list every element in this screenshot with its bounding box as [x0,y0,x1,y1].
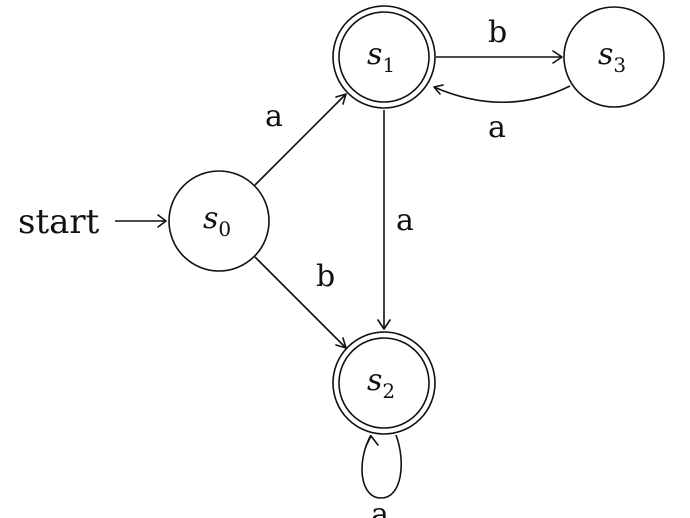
edge-s1-s3-label: b [488,15,507,50]
start-label: start [18,202,100,242]
state-s3: s3 [563,6,665,108]
state-s0-circle [168,170,270,272]
edge-s1-s3: b [436,15,563,64]
state-s1-outer-circle [332,5,436,109]
edge-s0-s2: b [254,256,347,349]
edge-s1-s2-label: a [396,203,414,238]
state-s2-outer-circle [332,331,436,435]
state-s1-inner-circle [338,11,430,103]
state-s0: s0 [168,170,270,272]
state-s3-circle [563,6,665,108]
edge-s3-s1-label: a [488,110,506,145]
start-arrowhead [157,214,167,228]
edge-s3-s1: a [433,84,571,145]
state-s2: s2 [332,331,436,435]
edge-s1-s2: a [377,110,414,330]
state-s0-label: s0 [203,201,231,241]
edge-s2-s2-loop: a [361,434,402,518]
state-s1: s1 [332,5,436,109]
state-s3-label: s3 [598,37,626,77]
state-s1-label: s1 [367,37,395,77]
edge-s0-s2-label: b [316,259,335,294]
edge-s0-s1-label: a [265,99,283,134]
edge-s2-s2-label: a [371,497,389,518]
state-s2-inner-circle [338,337,430,429]
state-s2-label: s2 [367,363,395,403]
edge-s0-s1: a [254,93,347,186]
